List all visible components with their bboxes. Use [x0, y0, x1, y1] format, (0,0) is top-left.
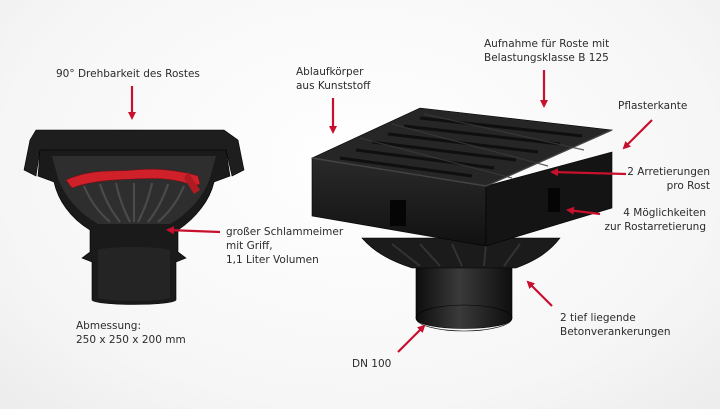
label-grate-line1: Aufnahme für Roste mit [484, 38, 610, 50]
label-anchor-line1: 2 tief liegende [560, 312, 636, 324]
label-options-line1: 4 Möglichkeiten [623, 207, 706, 219]
label-locks-line1: 2 Arretierungen [627, 166, 710, 178]
label-options-line2: zur Rostarretierung [604, 221, 706, 233]
product-3d-view [310, 107, 614, 332]
arrow-options [566, 206, 601, 216]
label-locks-line2: pro Rost [666, 180, 710, 192]
label-dn: DN 100 [352, 357, 391, 371]
label-grate-line2: Belastungsklasse B 125 [484, 52, 609, 64]
label-paving-text: Pflasterkante [618, 100, 688, 112]
label-paving: Pflasterkante [618, 99, 687, 113]
cross-section-view [23, 129, 245, 305]
arrow-anchor [526, 280, 553, 307]
label-dimensions-line1: Abmessung: [76, 320, 141, 332]
arrow-dn [397, 324, 426, 353]
label-bucket-line2: mit Griff, [226, 240, 273, 252]
label-dimensions-line2: 250 x 250 x 200 mm [76, 334, 186, 346]
label-dimensions: Abmessung: 250 x 250 x 200 mm [76, 319, 186, 347]
label-locks: 2 Arretierungen pro Rost [620, 165, 710, 193]
label-body-line1: Ablaufkörper [296, 66, 364, 78]
label-anchor: 2 tief liegende Betonverankerungen [560, 311, 671, 339]
label-rotation-text: 90° Drehbarkeit des Rostes [56, 68, 200, 80]
arrow-bucket [166, 226, 221, 235]
label-body: Ablaufkörper aus Kunststoff [296, 65, 370, 93]
label-grate: Aufnahme für Roste mit Belastungsklasse … [484, 37, 609, 65]
label-anchor-line2: Betonverankerungen [560, 326, 671, 338]
label-bucket: großer Schlammeimer mit Griff, 1,1 Liter… [226, 225, 343, 267]
arrow-locks [550, 168, 627, 177]
label-bucket-line1: großer Schlammeimer [226, 226, 344, 238]
label-bucket-line3: 1,1 Liter Volumen [226, 254, 319, 266]
arrow-paving [622, 119, 653, 150]
label-options: 4 Möglichkeiten zur Rostarretierung [596, 206, 706, 234]
label-body-line2: aus Kunststoff [296, 80, 371, 92]
label-rotation: 90° Drehbarkeit des Rostes [56, 67, 200, 81]
label-dn-text: DN 100 [352, 358, 392, 370]
callout-arrows [128, 70, 653, 353]
